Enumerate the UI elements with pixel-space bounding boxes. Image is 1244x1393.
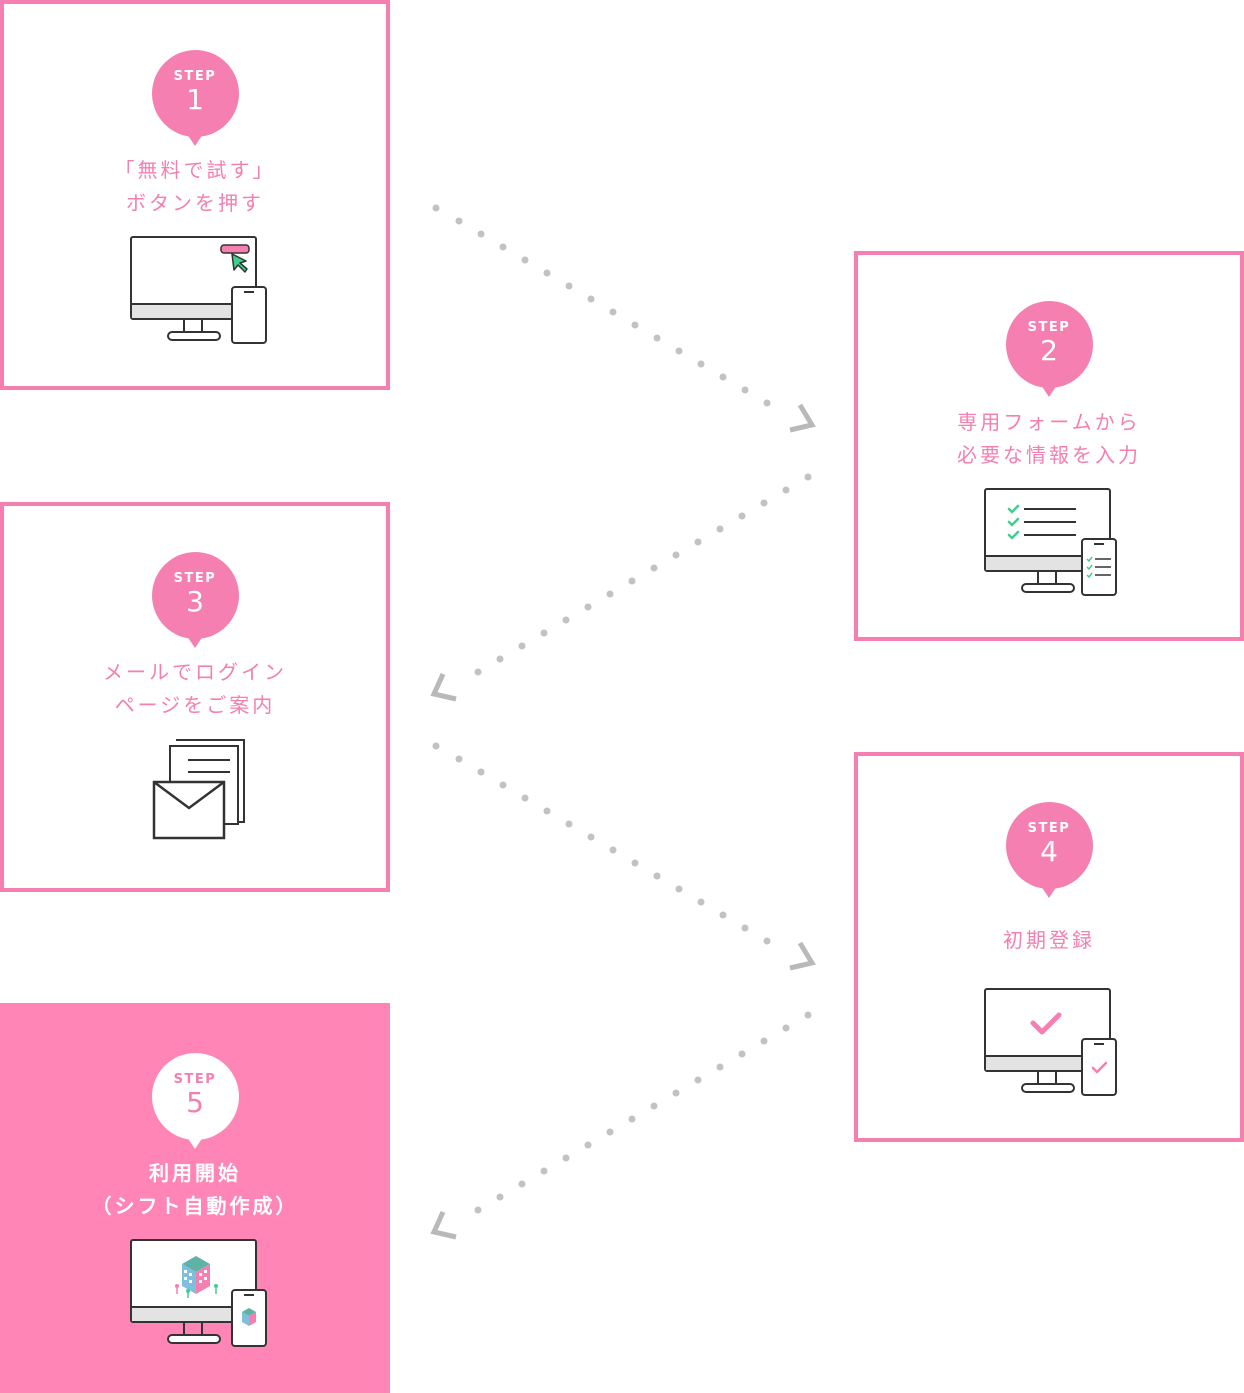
step-2-card: STEP 2 専用フォームから 必要な情報を入力: [854, 251, 1244, 641]
step-label: STEP: [173, 69, 217, 84]
step-2-badge: STEP 2: [1005, 301, 1093, 397]
step-1-badge: STEP 1: [151, 50, 239, 146]
monitor-phone-checklist-icon: [984, 488, 1117, 596]
step-label: STEP: [1027, 821, 1071, 836]
dotted-path-1-to-2: [432, 204, 771, 407]
arrow-head-right-2: [789, 941, 816, 971]
step-number: 5: [186, 1086, 204, 1119]
step-label: STEP: [1027, 320, 1071, 335]
step-5-badge: STEP 5: [151, 1053, 239, 1149]
arrow-head-right-1: [789, 403, 816, 433]
step-5-card: STEP 5 利用開始 （シフト自動作成）: [0, 1003, 390, 1393]
step-label: STEP: [173, 1072, 217, 1087]
step-3-card: STEP 3 メールでログイン ページをご案内: [0, 502, 390, 892]
dotted-path-3-to-4: [432, 742, 771, 945]
arrow-head-left-1: [430, 672, 457, 702]
step-4-card: STEP 4 初期登録: [854, 752, 1244, 1142]
step-label: STEP: [173, 571, 217, 586]
step-3-title: メールでログイン ページをご案内: [103, 660, 287, 717]
monitor-phone-app-icon: [130, 1239, 267, 1347]
step-2-title: 専用フォームから 必要な情報を入力: [957, 410, 1141, 467]
step-number: 1: [186, 83, 204, 116]
step-number: 3: [186, 585, 204, 618]
step-4-title: 初期登録: [1003, 928, 1095, 952]
step-1-title: 「無料で試す」 ボタンを押す: [114, 158, 276, 215]
monitor-phone-click-icon: [130, 236, 267, 344]
step-number: 4: [1040, 835, 1058, 868]
dotted-path-2-to-3: [474, 473, 812, 676]
mail-documents-icon: [152, 739, 245, 840]
step-3-badge: STEP 3: [151, 552, 239, 648]
dotted-path-4-to-5: [474, 1011, 812, 1214]
step-5-title: 利用開始 （シフト自動作成）: [91, 1161, 299, 1218]
app-building-illustration: [175, 1256, 218, 1298]
arrow-head-left-2: [430, 1210, 457, 1240]
step-number: 2: [1040, 334, 1058, 367]
step-1-card: STEP 1 「無料で試す」 ボタンを押す: [0, 0, 390, 390]
monitor-phone-check-icon: [984, 988, 1117, 1096]
step-4-badge: STEP 4: [1005, 802, 1093, 898]
